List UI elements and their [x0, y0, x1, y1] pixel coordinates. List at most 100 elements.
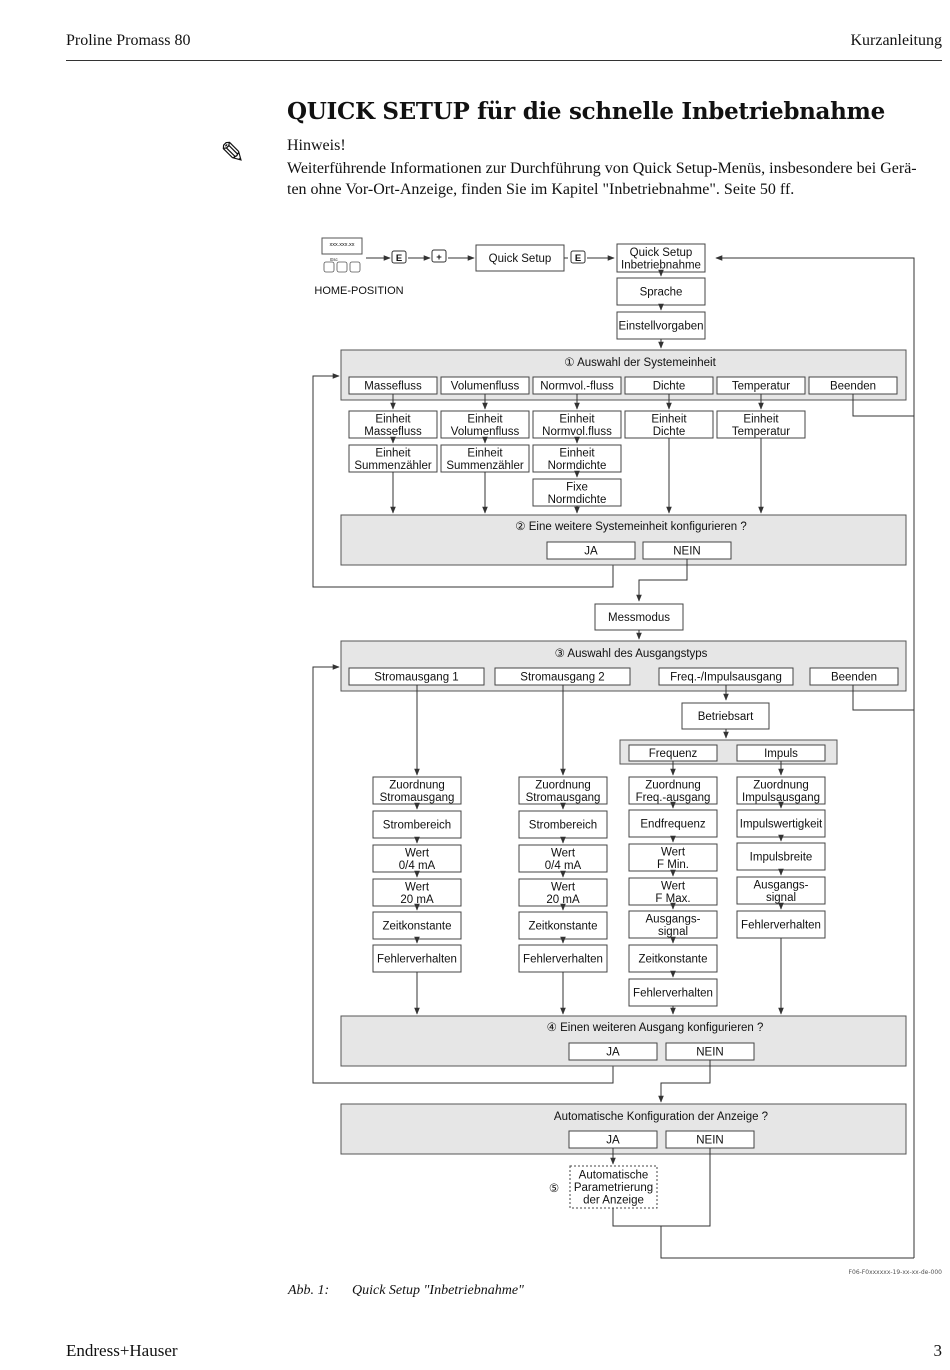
strom-col-2-box-5 [518, 911, 608, 940]
header-rule [66, 60, 942, 61]
summenzaehler-box-2 [440, 444, 530, 473]
device-key-1 [323, 261, 335, 273]
auto-param-box-label-3: der Anzeige [583, 1195, 644, 1207]
freq-col-box-1-label-2: Freq.-ausgang [636, 792, 711, 804]
strom-col-1-box-4 [372, 878, 462, 907]
frequenz-box-label-1: Frequenz [649, 748, 698, 760]
s4-ja-box-label-1: JA [606, 1047, 620, 1059]
nein-to-merge [661, 1148, 711, 1227]
figure-caption: Abb. 1:Quick Setup "Inbetriebnahme" [288, 1283, 524, 1299]
beenden1-to-rail [852, 394, 914, 417]
normdichte-box-label-2: Normdichte [548, 460, 607, 472]
unit-box-4 [624, 410, 714, 439]
strom-col-2-box-3-label-2: 0/4 mA [545, 860, 582, 872]
strom-col-1-box-1 [372, 776, 462, 805]
unit-box-3-label-2: Normvol.fluss [542, 426, 612, 438]
freq-col-box-5-label-2: signal [658, 926, 688, 938]
normdichte-box-label-1: Einheit [559, 447, 595, 459]
freq-col-box-3-label-1: Wert [661, 846, 686, 858]
s1-title: ① Auswahl der Systemeinheit [564, 357, 716, 369]
s4-nein-box-label-1: NEIN [696, 1047, 723, 1059]
right-rail [715, 255, 915, 1258]
sprache-box-label-1: Sprache [640, 287, 683, 299]
note-line-2: ten ohne Vor-Ort-Anzeige, finden Sie im … [287, 181, 795, 198]
strom-col-2-box-5-label-1: Zeitkonstante [528, 921, 597, 933]
strom-col-2-box-2-label-1: Strombereich [529, 820, 597, 832]
pencil-icon: ✎ [220, 136, 246, 171]
s5-ja-box-label-1: JA [606, 1135, 620, 1147]
strom-col-1-box-5 [372, 911, 462, 940]
strom-col-1-box-3-label-1: Wert [405, 847, 430, 859]
strom-col-2-box-4-label-2: 20 mA [546, 894, 580, 906]
summenzaehler-box-2-label-1: Einheit [467, 447, 503, 459]
beenden2-to-rail [852, 685, 914, 711]
header-product-name: Proline Promass 80 [66, 32, 191, 49]
figure-reference-code: F06-F0xxxxxx-19-xx-xx-de-000 [848, 1269, 942, 1276]
freq-col-box-3 [628, 843, 718, 872]
unit-box-2-label-2: Volumenfluss [451, 426, 520, 438]
s2-ja-box [546, 541, 636, 560]
strom-col-1-box-5-label-1: Zeitkonstante [382, 921, 451, 933]
betriebsart-box [681, 702, 770, 730]
unit-box-4-label-2: Dichte [653, 426, 686, 438]
auto-param-box-label-1: Automatische [579, 1170, 649, 1182]
fixe-normdichte-box-label-1: Fixe [566, 481, 588, 493]
strom-col-1-box-2-label-1: Strombereich [383, 820, 451, 832]
quick-setup-inbetriebnahme-box-label-2: Inbetriebnahme [621, 259, 701, 271]
strom-col-1-box-1-label-2: Stromausgang [380, 792, 455, 804]
freq-col-box-1-label-1: Zuordnung [645, 779, 701, 791]
s5-nein-box-label-1: NEIN [696, 1135, 723, 1147]
arrow-nein-messmodus [636, 559, 688, 602]
s1-option-5-label-1: Temperatur [732, 381, 790, 393]
auto-to-rail [612, 1208, 914, 1259]
loop-ja-s3 [312, 664, 614, 1084]
auto-param-box-label-2: Parametrierung [574, 1182, 653, 1194]
unit-box-2 [440, 410, 530, 439]
footer-company: Endress+Hauser [66, 1341, 178, 1360]
strom-col-2-box-6-label-1: Fehlerverhalten [523, 954, 603, 966]
note-line-1: Weiterführende Informationen zur Durchfü… [287, 160, 917, 177]
strom-col-2-box-2 [518, 810, 608, 839]
unit-box-4-label-1: Einheit [651, 413, 687, 425]
impuls-col-box-4-label-1: Ausgangs- [754, 879, 809, 891]
impuls-col-box-1-label-1: Zuordnung [753, 779, 809, 791]
impuls-col-box-5 [736, 910, 826, 939]
summenzaehler-box-2-label-2: Summenzähler [446, 460, 524, 472]
circle-5-label: ⑤ [549, 1183, 559, 1195]
messmodus-box-label-1: Messmodus [608, 612, 670, 624]
loop-ja-s1 [312, 373, 614, 588]
header-section-name: Kurzanleitung [850, 32, 942, 49]
strom-col-2-box-4 [518, 878, 608, 907]
s1-option-1-label-1: Massefluss [364, 381, 422, 393]
freq-col-box-5 [628, 910, 718, 939]
impuls-box-label-1: Impuls [764, 748, 798, 760]
freq-col-box-7 [628, 978, 718, 1007]
plus-key-icon-label: + [436, 252, 442, 263]
display-esc-label: Esc [330, 257, 338, 262]
s3-option-2-label-1: Stromausgang 2 [520, 672, 604, 684]
freq-col-box-7-label-1: Fehlerverhalten [633, 988, 713, 1000]
s3-option-4-label-1: Beenden [831, 672, 877, 684]
s2-title: ② Eine weitere Systemeinheit konfigurier… [515, 521, 746, 533]
strom-col-1-box-2 [372, 810, 462, 839]
s2-nein-box-label-1: NEIN [673, 546, 700, 558]
s4-ja-box [568, 1042, 658, 1061]
messmodus-box [594, 603, 684, 631]
freq-col-box-2-label-1: Endfrequenz [640, 819, 705, 831]
caption-text: Quick Setup "Inbetriebnahme" [352, 1283, 524, 1298]
strom-col-1-box-4-label-2: 20 mA [400, 894, 434, 906]
e-key-icon-2-label: E [575, 253, 581, 264]
strom-col-1-box-1-label-1: Zuordnung [389, 779, 445, 791]
unit-box-5-label-2: Temperatur [732, 426, 790, 438]
freq-col-box-5-label-1: Ausgangs- [646, 913, 701, 925]
strom-col-1-box-4-label-1: Wert [405, 881, 430, 893]
note-text: Weiterführende Informationen zur Durchfü… [287, 158, 947, 200]
impuls-col-box-4-label-2: signal [766, 892, 796, 904]
summenzaehler-box-1-label-2: Summenzähler [354, 460, 432, 472]
freq-col-box-6-label-1: Zeitkonstante [638, 954, 707, 966]
einstellvorgaben-box [616, 311, 706, 340]
impuls-col-box-2-label-1: Impulswertigkeit [740, 819, 823, 831]
s2-panel [340, 514, 907, 566]
impuls-col-box-5-label-1: Fehlerverhalten [741, 920, 821, 932]
